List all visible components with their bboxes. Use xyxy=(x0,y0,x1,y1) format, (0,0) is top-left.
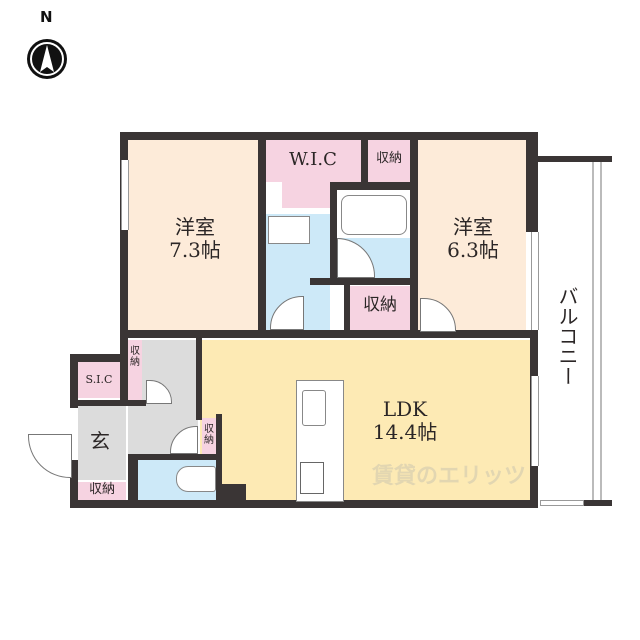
sic-room xyxy=(78,362,120,398)
wall-sic-outer xyxy=(70,354,128,362)
storage-mid xyxy=(350,286,410,330)
north-arrow-icon xyxy=(27,39,67,79)
storage-hall xyxy=(128,340,142,402)
ldk-size: 14.4帖 xyxy=(372,420,438,444)
western-room-1-name: 洋室 xyxy=(175,215,215,239)
wall-storage-mid-left xyxy=(344,278,350,334)
wall-balcony-bottom xyxy=(584,500,612,506)
balcony xyxy=(540,160,602,506)
storage-entry-label: 収納 xyxy=(88,482,115,497)
ldk-room xyxy=(200,340,534,500)
wic-room xyxy=(265,140,361,182)
wall-top xyxy=(120,132,538,140)
balcony-opening xyxy=(540,500,584,506)
balcony-label: バルコニー xyxy=(555,286,579,386)
watermark: 賃貸のエリッツ xyxy=(372,464,527,489)
storage-hall-label: 収納 xyxy=(130,346,140,368)
wall-bath-left xyxy=(330,182,337,282)
wall-left-upper xyxy=(120,132,128,340)
western-room-1-size: 7.3帖 xyxy=(169,238,221,262)
entrance-label: 玄 xyxy=(90,429,110,453)
wall-sic-bottom xyxy=(70,400,146,406)
balcony-rail xyxy=(592,162,594,500)
toilet-icon xyxy=(176,466,216,492)
stove-icon xyxy=(300,462,324,494)
wall-wic-bottom xyxy=(330,182,416,190)
wall-ldk-corner-foot xyxy=(216,484,246,504)
ldk-label: LDK 14.4帖 xyxy=(350,398,460,444)
kitchen-sink-icon xyxy=(302,390,326,426)
storage-small xyxy=(202,418,216,454)
sink-icon xyxy=(268,216,310,244)
western-room-2-label: 洋室 6.3帖 xyxy=(428,216,518,262)
wall-toilet-left xyxy=(128,454,138,508)
storage-mid-label: 収納 xyxy=(363,295,397,315)
wall-balcony-top xyxy=(538,156,612,162)
wall-toilet-top xyxy=(130,454,222,460)
western-room-2-size: 6.3帖 xyxy=(447,238,499,262)
wall-w2-left xyxy=(410,132,418,336)
sic-label: S.I.C xyxy=(85,373,113,386)
compass: N xyxy=(24,8,70,84)
wall-bottom xyxy=(70,500,538,508)
storage-top-label: 収納 xyxy=(375,151,402,166)
wall-right-upper xyxy=(526,132,538,232)
window-w1[interactable] xyxy=(121,160,129,230)
entrance-floor xyxy=(78,406,126,480)
western-room-2-name: 洋室 xyxy=(453,215,493,239)
wall-w1-right xyxy=(258,132,266,336)
wall-hall-right xyxy=(196,336,202,420)
wall-ldk-corner xyxy=(216,414,222,504)
kitchen-counter xyxy=(296,380,344,502)
wall-mid-horizontal xyxy=(120,330,538,338)
storage-small-label: 収納 xyxy=(204,424,214,446)
western-room-1-label: 洋室 7.3帖 xyxy=(150,216,240,262)
wall-sic-left xyxy=(70,354,78,408)
window-ldk[interactable] xyxy=(531,376,539,466)
wall-entry-left xyxy=(70,460,78,508)
storage-entry xyxy=(78,482,126,502)
wic-room-lower xyxy=(282,182,332,208)
wic-label: W.I.C xyxy=(289,149,337,170)
storage-top xyxy=(368,140,410,182)
bathtub-icon xyxy=(341,195,407,235)
ldk-name: LDK xyxy=(382,397,428,421)
wall-wic-divider xyxy=(361,132,368,188)
western-room-1 xyxy=(128,140,260,332)
compass-label: N xyxy=(40,8,53,26)
window-w2[interactable] xyxy=(531,232,539,330)
wall-hall-storage xyxy=(120,330,128,406)
wall-bath-bottom xyxy=(310,278,414,285)
door-entrance[interactable] xyxy=(28,434,72,478)
